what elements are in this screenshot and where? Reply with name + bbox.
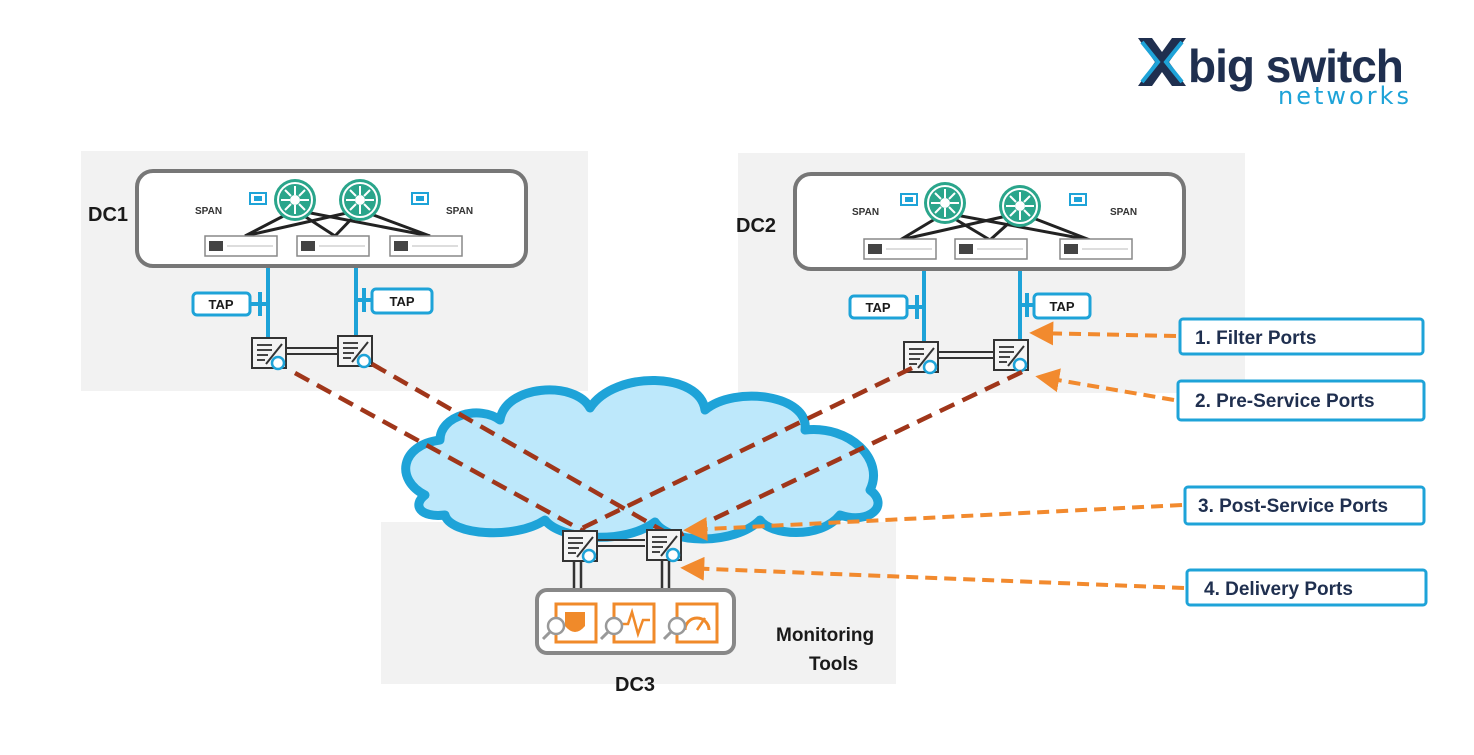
dc3-tool-links [572,561,671,590]
span-port-icon [900,193,918,206]
span-port-icon [411,192,429,205]
logo-name: big switch [1188,40,1403,92]
dc2-span-right: SPAN [1110,207,1137,218]
callout-pre-service-ports: 2. Pre-Service Ports [1176,379,1426,422]
tap-label: TAP [389,294,414,309]
logo-x-icon [1138,38,1186,86]
speed-tool-icon [662,602,719,644]
performance-tool-icon [599,602,656,644]
dc1-span-right: SPAN [446,206,473,217]
logo-subtitle: networks [1278,82,1412,110]
dc1-span-left: SPAN [195,206,222,217]
dc2-tap-left: TAP [848,294,909,320]
dc1-label: DC1 [88,204,128,226]
wan-cloud [401,376,883,544]
tap-label: TAP [208,297,233,312]
big-switch-logo: big switch networks [1138,38,1412,110]
fabric-switch-icon [273,178,317,222]
tap-label: TAP [1049,299,1074,314]
fabric-switch-icon [998,184,1042,228]
dc2-fabric-panel: SPAN SPAN [793,172,1186,271]
callout-arrows [680,321,1185,590]
monitoring-tools-line1: Monitoring [776,625,874,646]
dc1-fabric-panel: SPAN SPAN [135,169,528,268]
dc2-tap-links [907,271,1034,342]
callout-post-service-ports: 3. Post-Service Ports [1183,485,1426,526]
dc1-tap-right: TAP [370,287,434,315]
security-tool-icon [541,602,598,644]
monitor-switch-icon [250,336,288,371]
callout-delivery-ports: 4. Delivery Ports [1185,568,1428,607]
dc2-tap-right: TAP [1032,292,1092,320]
callout-label: 4. Delivery Ports [1204,579,1353,600]
monitor-switch-icon [561,529,599,564]
fabric-switch-icon [338,178,382,222]
dc3-label: DC3 [615,674,655,696]
tap-label: TAP [865,300,890,315]
dc1-tap-links [250,268,372,338]
dc2-label: DC2 [736,215,776,237]
fabric-switch-icon [923,181,967,225]
monitor-switch-icon [645,528,683,563]
monitoring-tools-box [535,588,736,655]
monitor-switch-icon [992,338,1030,373]
callout-label: 1. Filter Ports [1195,328,1316,349]
callout-filter-ports: 1. Filter Ports [1178,317,1425,356]
callout-label: 3. Post-Service Ports [1198,496,1388,517]
callout-label: 2. Pre-Service Ports [1195,391,1375,412]
monitor-switch-icon [336,334,374,369]
span-port-icon [249,192,267,205]
dashed-links [293,362,1023,538]
span-port-icon [1069,193,1087,206]
dc2-span-left: SPAN [852,207,879,218]
monitoring-tools-line2: Tools [809,654,858,675]
dc1-tap-left: TAP [191,291,252,317]
